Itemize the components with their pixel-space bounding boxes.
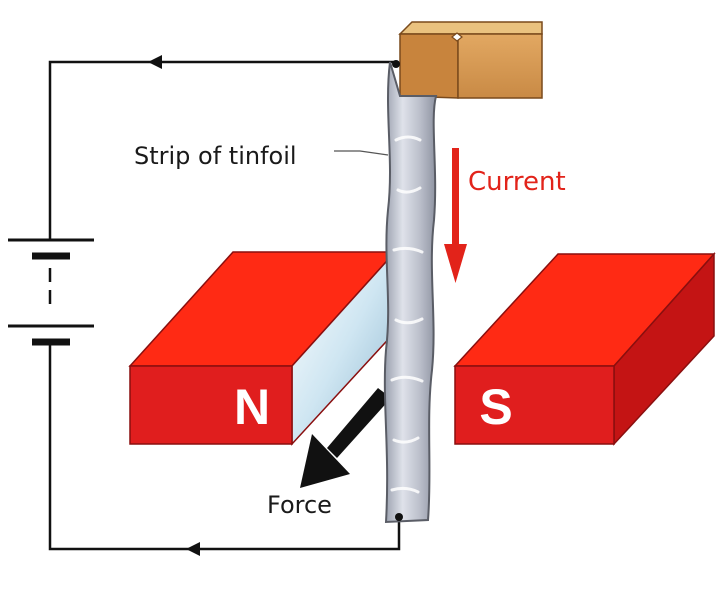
wood-block	[398, 21, 543, 99]
contact-bottom	[395, 513, 403, 521]
wire-arrow-bottom-icon	[186, 542, 200, 556]
strip-label: Strip of tinfoil	[134, 142, 297, 170]
wire-arrow-top-icon	[148, 55, 162, 69]
south-magnet: S	[453, 252, 716, 446]
contact-top	[392, 60, 400, 68]
current-label: Current	[468, 167, 566, 197]
force-label: Force	[267, 491, 332, 519]
north-pole-label: N	[234, 379, 270, 435]
north-magnet: N	[128, 250, 397, 446]
force-arrow-icon	[300, 388, 391, 488]
circuit-wire	[48, 60, 401, 551]
current-arrow-icon	[444, 148, 467, 283]
tinfoil-strip	[383, 60, 438, 524]
battery-icon	[8, 238, 94, 346]
strip-leader-line	[334, 150, 389, 156]
south-pole-label: S	[479, 379, 512, 435]
